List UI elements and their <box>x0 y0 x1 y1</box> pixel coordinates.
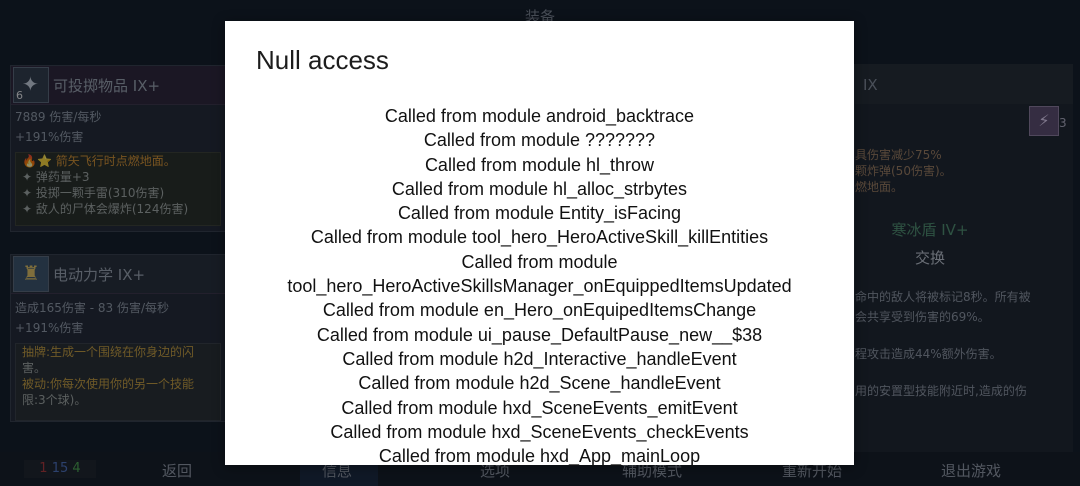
red-counter: 1 <box>39 461 48 476</box>
body-line: 会共享受到伤害的69%。 <box>855 310 990 324</box>
swap-button[interactable]: 交换 <box>914 249 945 267</box>
trace-line: Called from module tool_hero_HeroActiveS… <box>310 227 769 248</box>
desc-line: 抽牌:生成一个围绕在你身边的闪 <box>22 345 195 359</box>
desc-line: 限:3个球)。 <box>22 393 87 407</box>
green-counter: 4 <box>72 461 81 476</box>
trace-line: Called from module en_Hero_onEquipedItem… <box>322 300 757 321</box>
damage-bonus: +191%伤害 <box>15 321 84 335</box>
trace-line: Called from module hl_alloc_strbytes <box>391 178 688 199</box>
trace-line: Called from module hxd_SceneEvents_emitE… <box>341 397 738 418</box>
body-line: 用的安置型技能附近时,造成的伤 <box>855 384 1027 398</box>
currency-counters: 1 15 4 <box>24 460 96 478</box>
panel-header <box>855 64 1073 104</box>
options-button[interactable]: 选项 <box>480 462 511 480</box>
item-card-throwable[interactable]: ✦ 6 可投掷物品 IX+ 7889 伤害/每秒 +191%伤害 🔥⭐ 箭矢飞行… <box>10 65 226 232</box>
trace-line: Called from module Entity_isFacing <box>397 203 682 224</box>
trace-line: Called from module hxd_App_mainLoop <box>378 446 701 467</box>
right-item-panel: IX ⚡ 3 具伤害减少75% 颗炸弹(50伤害)。 燃地面。 寒冰盾 IV+ … <box>854 64 1073 454</box>
trace-line: Called from module ui_pause_DefaultPause… <box>316 324 763 345</box>
trace-line: Called from module ??????? <box>423 130 656 151</box>
desc-line: ✦ 投掷一颗手雷(310伤害) <box>22 186 165 200</box>
effect-line: 燃地面。 <box>855 180 904 194</box>
card-title: 可投掷物品 IX+ <box>53 77 161 95</box>
trace-line: Called from module <box>461 251 618 272</box>
item-count: 3 <box>1059 116 1067 130</box>
damage-bonus: +191%伤害 <box>15 130 84 144</box>
dialog-title: Null access <box>256 45 389 75</box>
quit-game-button[interactable]: 退出游戏 <box>941 462 1002 480</box>
trace-line: Called from module h2d_Scene_handleEvent <box>358 373 721 394</box>
card-title: 电动力学 IX+ <box>53 266 146 284</box>
scroll-icon: ⚡ <box>1029 106 1059 136</box>
desc-line: 害。 <box>22 361 47 375</box>
desc-line: 🔥⭐ 箭矢飞行时点燃地面。 <box>22 154 176 168</box>
error-dialog: Null access Called from module android_b… <box>225 21 854 468</box>
equipped-item-name: 寒冰盾 IV+ <box>891 221 969 239</box>
trace-line: Called from module h2d_Interactive_handl… <box>342 348 737 369</box>
description-box: 抽牌:生成一个围绕在你身边的闪 害。 被动:你每次使用你的另一个技能 限:3个球… <box>15 343 221 421</box>
effect-line: 具伤害减少75% <box>855 148 942 162</box>
info-button[interactable]: 信息 <box>322 462 353 480</box>
body-line: 命中的敌人将被标记8秒。所有被 <box>855 290 1031 304</box>
description-box: 🔥⭐ 箭矢飞行时点燃地面。 ✦ 弹药量+3 ✦ 投掷一颗手雷(310伤害) ✦ … <box>15 152 221 226</box>
item-count: 6 <box>16 89 23 102</box>
trace-line: tool_hero_HeroActiveSkillsManager_onEqui… <box>287 276 792 297</box>
desc-line: ✦ 弹药量+3 <box>22 170 90 184</box>
blue-counter: 15 <box>51 461 69 476</box>
trace-line: Called from module hxd_SceneEvents_check… <box>330 421 749 442</box>
restart-button[interactable]: 重新开始 <box>782 462 843 480</box>
panel-title: IX <box>863 76 878 94</box>
desc-line: 被动:你每次使用你的另一个技能 <box>22 377 195 391</box>
crossbow-icon: ✦ <box>22 72 39 96</box>
dps-stat: 7889 伤害/每秒 <box>15 110 102 124</box>
item-card-electrodynamics[interactable]: ♜ 电动力学 IX+ 造成165伤害 - 83 伤害/每秒 +191%伤害 抽牌… <box>10 254 226 422</box>
trace-line: Called from module android_backtrace <box>384 106 695 126</box>
throwable-item-icon: ✦ 6 <box>13 67 49 103</box>
stack-trace: Called from module android_backtrace Cal… <box>225 104 854 468</box>
back-button[interactable]: 返回 <box>162 462 193 480</box>
assist-mode-button[interactable]: 辅助模式 <box>622 462 683 480</box>
trace-line: Called from module hl_throw <box>424 154 655 175</box>
effect-line: 颗炸弹(50伤害)。 <box>855 164 952 178</box>
electro-item-icon: ♜ <box>13 256 49 292</box>
tesla-coil-icon: ♜ <box>22 261 40 285</box>
body-line: 程攻击造成44%额外伤害。 <box>855 347 1002 361</box>
dps-stat: 造成165伤害 - 83 伤害/每秒 <box>15 301 169 315</box>
desc-line: ✦ 敌人的尸体会爆炸(124伤害) <box>22 202 189 216</box>
